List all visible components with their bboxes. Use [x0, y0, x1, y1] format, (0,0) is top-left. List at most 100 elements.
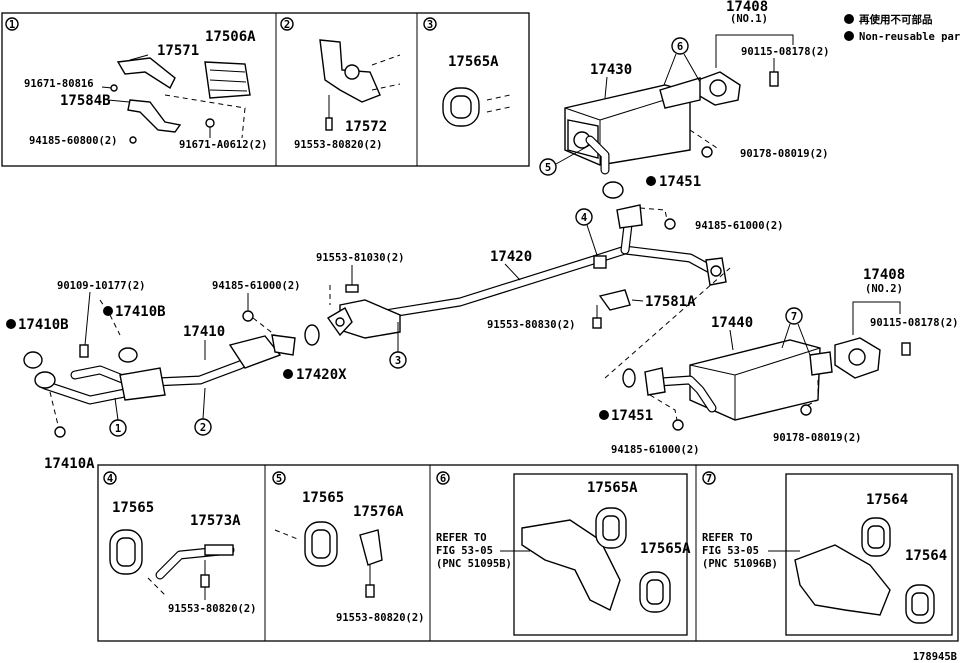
- callout-7: 7: [791, 311, 797, 323]
- label-17572[interactable]: 17572: [345, 119, 387, 135]
- label-no2: (NO.2): [865, 283, 903, 295]
- label-90115-08178[interactable]: 90115-08178(2): [741, 46, 830, 58]
- label-17564[interactable]: 17564: [866, 492, 908, 508]
- label-17573a[interactable]: 17573A: [190, 513, 241, 529]
- bullet-icon: [283, 369, 293, 379]
- bullet-icon: [646, 176, 656, 186]
- bullet-icon: [599, 410, 609, 420]
- callout-number: 5: [276, 473, 282, 485]
- bracket-17576a: [359, 529, 383, 566]
- inset-box-2: 2 17572 91553-80820(2): [280, 17, 401, 151]
- label-17581a[interactable]: 17581A: [645, 294, 696, 310]
- label-94185-61000[interactable]: 94185-61000(2): [611, 444, 700, 456]
- floor-panel: [794, 544, 891, 616]
- label-17410[interactable]: 17410: [183, 324, 225, 340]
- label-94185-61000[interactable]: 94185-61000(2): [212, 280, 301, 292]
- inset-box-5: 5 17565 17576A 91553-80820(2): [272, 471, 425, 624]
- bullet-icon: [844, 14, 854, 24]
- inset-box-7: 7 REFER TO FIG 53-05 (PNC 51096B) 17564 …: [702, 471, 953, 636]
- sensor-17581a: [598, 289, 631, 311]
- callout-number: 2: [284, 19, 290, 31]
- legend: 再使用不可部品 Non-reusable part: [844, 13, 960, 43]
- callout-number: 6: [440, 473, 446, 485]
- label-17440[interactable]: 17440: [711, 315, 753, 331]
- label-91671-a0612[interactable]: 91671-A0612(2): [179, 139, 268, 151]
- label-17420x[interactable]: 17420X: [296, 367, 347, 383]
- label-17451[interactable]: 17451: [611, 408, 653, 424]
- callout-2: 2: [200, 422, 206, 434]
- label-17565a[interactable]: 17565A: [448, 54, 499, 70]
- refer-fig[interactable]: FIG 53-05: [702, 545, 759, 557]
- main-muffler-17430: 17408 (NO.1) 90115-08178(2) 17430 6 5 90…: [539, 0, 830, 199]
- label-90178-08019[interactable]: 90178-08019(2): [740, 148, 829, 160]
- label-17564[interactable]: 17564: [905, 548, 947, 564]
- label-91671-80816[interactable]: 91671-80816: [24, 78, 94, 90]
- callout-number: 4: [107, 473, 113, 485]
- label-17410b[interactable]: 17410B: [115, 304, 166, 320]
- label-17410b[interactable]: 17410B: [18, 317, 69, 333]
- label-17576a[interactable]: 17576A: [353, 504, 404, 520]
- refer-text: REFER TO: [702, 532, 753, 544]
- callout-number: 7: [706, 473, 712, 485]
- label-17584b[interactable]: 17584B: [60, 93, 111, 109]
- catalytic-front: [119, 367, 166, 401]
- label-94185-60800[interactable]: 94185-60800(2): [29, 135, 118, 147]
- front-pipe-17410: 90109-10177(2) 17410B 17410B 17410 94185…: [6, 280, 301, 472]
- label-90109-10177[interactable]: 90109-10177(2): [57, 280, 146, 292]
- callout-number: 1: [9, 19, 15, 31]
- label-17506a[interactable]: 17506A: [205, 29, 256, 45]
- gasket-17451: [602, 181, 624, 199]
- label-91553-80820[interactable]: 91553-80820(2): [336, 612, 425, 624]
- bracket-17584b: [127, 99, 182, 133]
- label-94185-61000[interactable]: 94185-61000(2): [695, 220, 784, 232]
- inset-frame-bottom: [97, 464, 959, 642]
- label-91553-80830[interactable]: 91553-80830(2): [487, 319, 576, 331]
- refer-pnc: (PNC 51096B): [702, 558, 778, 570]
- refer-pnc: (PNC 51095B): [436, 558, 512, 570]
- main-muffler-17440: 17408 (NO.2) 90115-08178(2) 17440 7 1745…: [599, 267, 959, 456]
- label-90178-08019[interactable]: 90178-08019(2): [773, 432, 862, 444]
- catalytic-rear: [228, 335, 282, 369]
- diagram-id: 178945B: [913, 651, 957, 663]
- gasket-17420x: [304, 324, 320, 346]
- label-17565a[interactable]: 17565A: [587, 480, 638, 496]
- label-17430[interactable]: 17430: [590, 62, 632, 78]
- label-no1: (NO.1): [730, 13, 768, 25]
- label-17420[interactable]: 17420: [490, 249, 532, 265]
- inset-box-1: 1 17571 17506A 91671-80816 17584B 94185-…: [5, 17, 268, 151]
- label-90115-08178[interactable]: 90115-08178(2): [870, 317, 959, 329]
- callout-3: 3: [395, 355, 401, 367]
- inset-box-3: 3 17565A: [423, 17, 511, 127]
- heat-insulator-17506a: [204, 61, 251, 99]
- callout-number: 3: [427, 19, 433, 31]
- bullet-icon: [844, 31, 854, 41]
- inset-box-4: 4 17565 17573A 91553-80820(2): [103, 471, 257, 615]
- label-17451[interactable]: 17451: [659, 174, 701, 190]
- bullet-icon: [6, 319, 16, 329]
- label-17565[interactable]: 17565: [112, 500, 154, 516]
- callout-5: 5: [545, 162, 551, 174]
- callout-1: 1: [115, 423, 121, 435]
- label-17571[interactable]: 17571: [157, 43, 199, 59]
- label-91553-80820[interactable]: 91553-80820(2): [168, 603, 257, 615]
- callout-6: 6: [677, 41, 683, 53]
- refer-fig[interactable]: FIG 53-05: [436, 545, 493, 557]
- legend-non-reusable: Non-reusable part: [859, 31, 960, 43]
- label-91553-80820[interactable]: 91553-80820(2): [294, 139, 383, 151]
- center-pipe-17420: 94185-61000(2) 4 17420 91553-81030(2) 17…: [283, 204, 784, 383]
- callout-4: 4: [581, 212, 587, 224]
- label-17565[interactable]: 17565: [302, 490, 344, 506]
- label-17408[interactable]: 17408: [863, 267, 905, 283]
- inset-box-6: 6 REFER TO FIG 53-05 (PNC 51095B) 17565A…: [436, 471, 691, 636]
- refer-text: REFER TO: [436, 532, 487, 544]
- bullet-icon: [103, 306, 113, 316]
- label-17565a[interactable]: 17565A: [640, 541, 691, 557]
- label-91553-81030[interactable]: 91553-81030(2): [316, 252, 405, 264]
- callout-circle-1: [5, 17, 19, 31]
- label-17408[interactable]: 17408: [726, 0, 768, 15]
- inset-frame-top: [1, 12, 530, 167]
- floor-panel: [521, 519, 621, 611]
- label-17410a[interactable]: 17410A: [44, 456, 95, 472]
- bracket-17571: [116, 57, 176, 90]
